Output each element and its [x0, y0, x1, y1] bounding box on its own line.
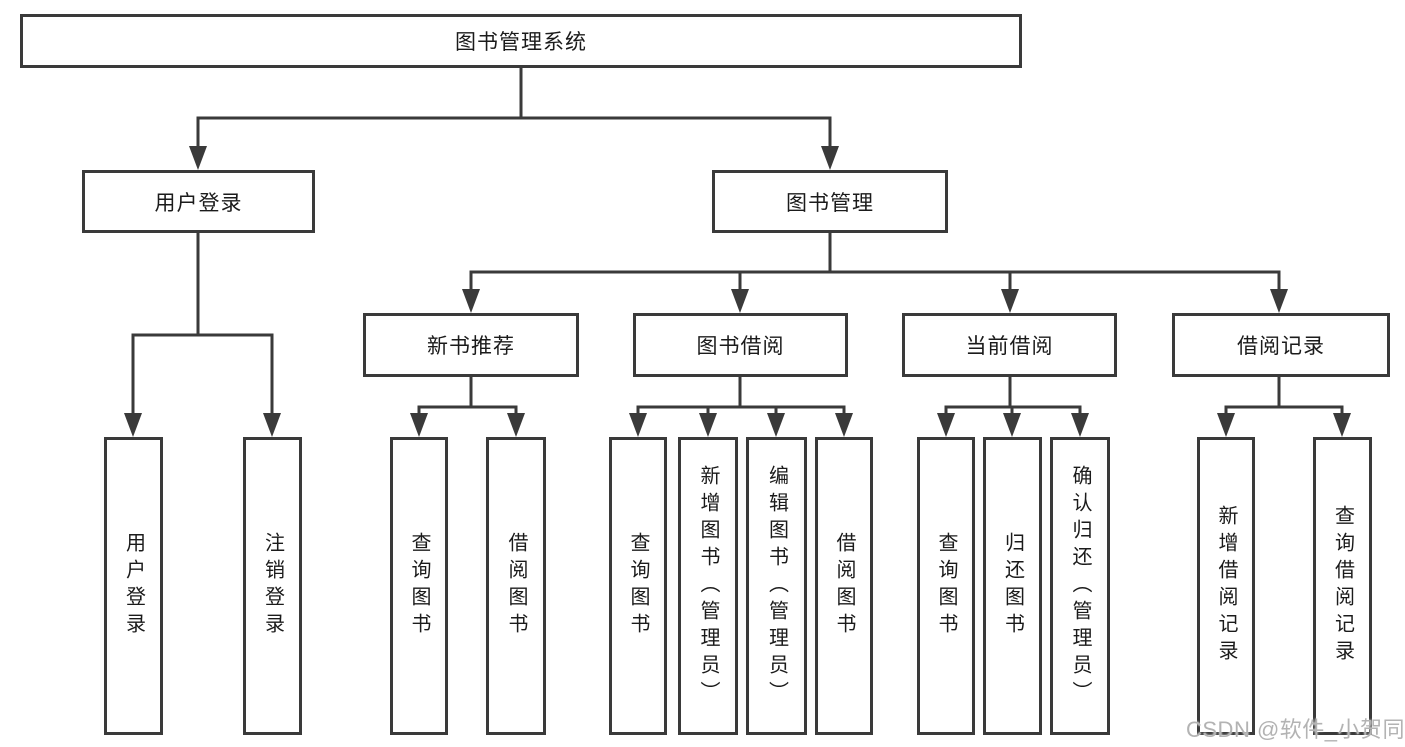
leaf-label: 查询图书 — [627, 532, 649, 640]
arrow-down-icon — [1003, 413, 1021, 437]
arrow-down-icon — [124, 413, 142, 437]
leaf-query-books-current: 查询图书 — [917, 437, 975, 735]
node-current-borrow: 当前借阅 — [902, 313, 1117, 377]
leaf-label: 用户登录 — [122, 532, 145, 640]
leaf-borrow-books-recommend: 借阅图书 — [486, 437, 546, 735]
arrow-down-icon — [821, 146, 839, 170]
leaf-query-borrow-record: 查询借阅记录 — [1313, 437, 1372, 735]
leaf-borrow-books: 借阅图书 — [815, 437, 873, 735]
leaf-label: 查询图书 — [408, 532, 430, 640]
leaf-label: 查询借阅记录 — [1331, 505, 1354, 667]
arrow-down-icon — [507, 413, 525, 437]
leaf-label: 借阅图书 — [833, 532, 855, 640]
node-book-borrow: 图书借阅 — [633, 313, 848, 377]
leaf-label: 新增图书（管理员） — [697, 464, 719, 708]
node-new-book-recommend: 新书推荐 — [363, 313, 579, 377]
arrow-down-icon — [462, 289, 480, 313]
leaf-query-books-borrow: 查询图书 — [609, 437, 667, 735]
arrow-down-icon — [699, 413, 717, 437]
leaf-add-book-admin: 新增图书（管理员） — [678, 437, 738, 735]
leaf-label: 确认归还（管理员） — [1069, 464, 1091, 708]
leaf-edit-book-admin: 编辑图书（管理员） — [746, 437, 807, 735]
node-user-login: 用户登录 — [82, 170, 315, 233]
arrow-down-icon — [937, 413, 955, 437]
leaf-return-book: 归还图书 — [983, 437, 1042, 735]
arrow-down-icon — [1270, 289, 1288, 313]
arrow-down-icon — [767, 413, 785, 437]
arrow-down-icon — [189, 146, 207, 170]
leaf-query-books-recommend: 查询图书 — [390, 437, 448, 735]
leaf-label: 归还图书 — [1001, 532, 1024, 640]
leaf-user-login: 用户登录 — [104, 437, 163, 735]
arrow-down-icon — [1001, 289, 1019, 313]
arrow-down-icon — [731, 289, 749, 313]
arrow-down-icon — [263, 413, 281, 437]
leaf-label: 注销登录 — [261, 532, 284, 640]
leaf-add-borrow-record: 新增借阅记录 — [1197, 437, 1255, 735]
csdn-watermark: CSDN @软件_小贺同学 — [1186, 717, 1405, 742]
leaf-label: 查询图书 — [935, 532, 957, 640]
leaf-label: 新增借阅记录 — [1215, 505, 1237, 667]
leaf-label: 编辑图书（管理员） — [765, 464, 788, 708]
node-root: 图书管理系统 — [20, 14, 1022, 68]
arrow-down-icon — [1217, 413, 1235, 437]
arrow-down-icon — [1071, 413, 1089, 437]
arrow-down-icon — [410, 413, 428, 437]
arrow-down-icon — [629, 413, 647, 437]
arrowheads — [124, 146, 1351, 437]
leaf-logout: 注销登录 — [243, 437, 302, 735]
node-borrow-record: 借阅记录 — [1172, 313, 1390, 377]
arrow-down-icon — [835, 413, 853, 437]
leaf-label: 借阅图书 — [505, 532, 527, 640]
leaf-confirm-return-admin: 确认归还（管理员） — [1050, 437, 1110, 735]
node-book-management: 图书管理 — [712, 170, 948, 233]
arrow-down-icon — [1333, 413, 1351, 437]
